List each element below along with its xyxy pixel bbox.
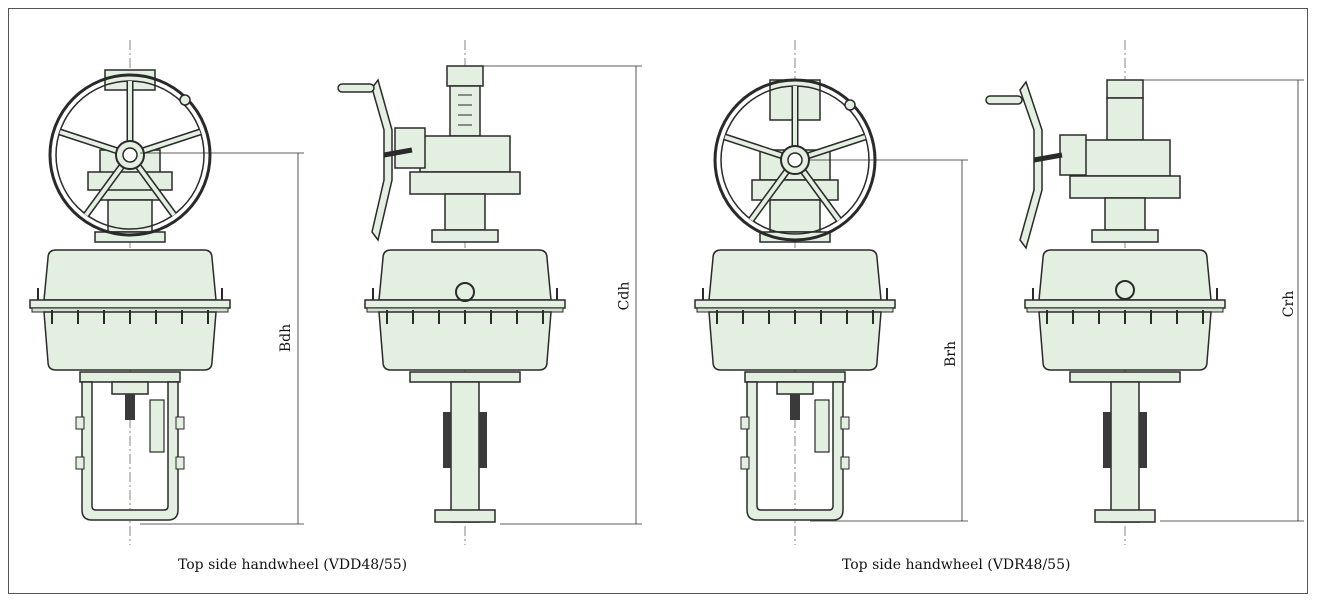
caption-vdr: Top side handwheel (VDR48/55)	[842, 557, 1071, 573]
dimension-brh	[810, 159, 968, 522]
vdr-side-view	[985, 40, 1226, 545]
dimension-crh	[1143, 79, 1304, 522]
dimension-label-brh: Brh	[943, 341, 959, 367]
vdr-front-view	[694, 40, 896, 545]
dimension-bdh	[140, 152, 304, 525]
dimension-label-cdh: Cdh	[616, 281, 633, 311]
drawing-frame	[8, 8, 1308, 594]
dimension-label-bdh: Bdh	[278, 323, 295, 353]
vdd-side-view	[337, 40, 566, 545]
dimension-label-crh: Crh	[1281, 290, 1298, 318]
vdd-front-view	[29, 40, 231, 545]
dimension-cdh	[483, 65, 642, 525]
caption-vdd: Top side handwheel (VDD48/55)	[178, 557, 408, 573]
